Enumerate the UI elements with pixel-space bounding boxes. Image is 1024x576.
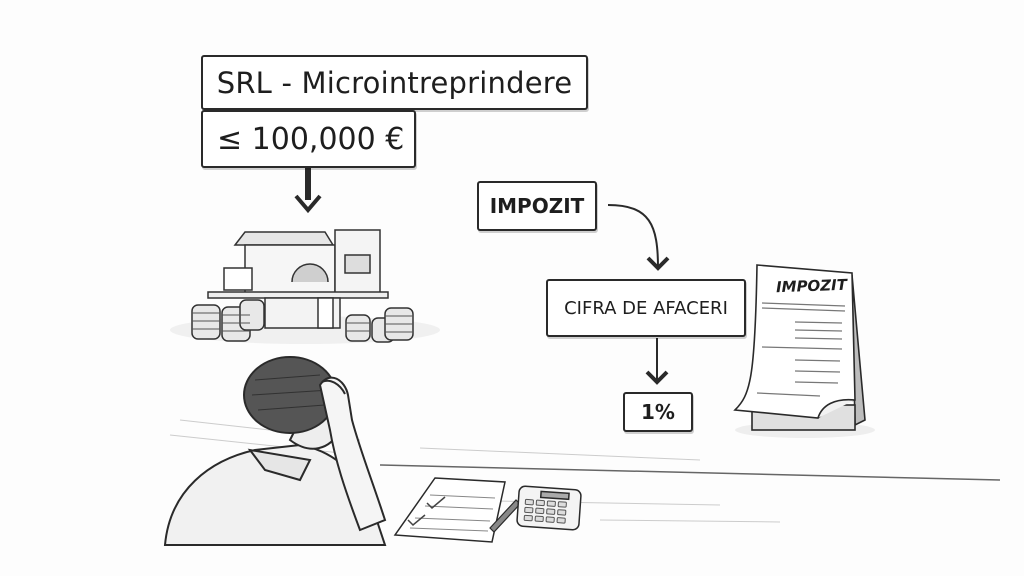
srl-microenterprise-box: SRL - Microintreprindere bbox=[201, 55, 588, 110]
stressed-man-icon bbox=[163, 356, 387, 546]
cifra-label: CIFRA DE AFACERI bbox=[564, 297, 728, 319]
impozit-box: IMPOZIT bbox=[477, 181, 597, 231]
curved-arrow-icon bbox=[607, 204, 670, 271]
tax-document-icon bbox=[733, 264, 875, 438]
tax-rate-label: 1% bbox=[641, 400, 675, 424]
storefront-icon bbox=[170, 229, 440, 344]
cifra-de-afaceri-box: CIFRA DE AFACERI bbox=[546, 279, 746, 337]
paper-with-checkmarks-icon bbox=[393, 477, 506, 543]
impozit-label: IMPOZIT bbox=[489, 194, 585, 218]
revenue-threshold-box: ≤ 100,000 € bbox=[201, 110, 416, 168]
calculator-icon bbox=[516, 485, 582, 531]
document-title-label: IMPOZIT bbox=[775, 275, 848, 297]
threshold-label: ≤ 100,000 € bbox=[217, 121, 405, 157]
tax-rate-box: 1% bbox=[623, 392, 693, 432]
down-arrow-icon bbox=[294, 168, 322, 214]
srl-title-label: SRL - Microintreprindere bbox=[216, 65, 573, 100]
